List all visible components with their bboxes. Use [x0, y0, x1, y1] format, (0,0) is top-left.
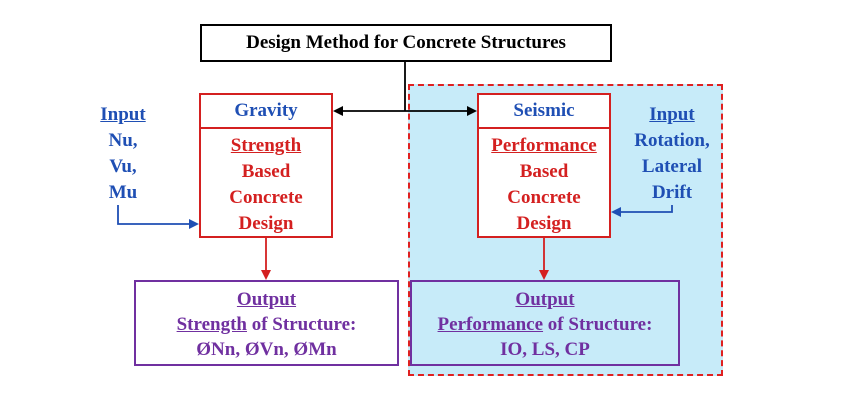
seismic-body-line: Performance — [491, 135, 597, 156]
gravity-body-line: Strength — [230, 135, 302, 156]
output-right-line1: Performance of Structure: — [412, 312, 678, 337]
gravity-body-line: Based — [241, 161, 291, 182]
input-right-arrow — [611, 205, 673, 217]
output-left-line1: Strength of Structure: — [136, 312, 397, 337]
output-left-box: Output Strength of Structure: ØNn, ØVn, … — [134, 280, 399, 366]
seismic-body-line: Concrete — [507, 187, 581, 208]
output-right-heading: Output — [515, 289, 575, 310]
diagram-title: Design Method for Concrete Structures — [200, 24, 612, 62]
seismic-body-line: Design — [516, 213, 572, 234]
output-right-line2: IO, LS, CP — [500, 339, 590, 360]
seismic-header: Seismic — [479, 95, 609, 129]
gravity-header: Gravity — [201, 95, 331, 129]
input-left-arrow — [117, 205, 199, 229]
gravity-body-line: Design — [238, 213, 294, 234]
output-right-box: Output Performance of Structure: IO, LS,… — [410, 280, 680, 366]
output-left-line2: ØNn, ØVn, ØMn — [196, 339, 337, 360]
seismic-method-box: Seismic Performance Based Concrete Desig… — [477, 93, 611, 238]
input-left-line: Mu — [108, 182, 138, 203]
gravity-method-box: Gravity Strength Based Concrete Design — [199, 93, 333, 238]
gravity-body: Strength Based Concrete Design — [201, 129, 331, 237]
input-right-line: Rotation, — [634, 130, 710, 151]
output-right-rest: of Structure: — [543, 314, 653, 335]
input-left-line: Nu, — [108, 130, 138, 151]
input-left: Input Nu, Vu, Mu — [88, 102, 158, 206]
input-left-heading: Input — [100, 104, 146, 125]
input-right-line: Lateral — [641, 156, 703, 177]
output-left-heading: Output — [236, 289, 297, 310]
seismic-body: Performance Based Concrete Design — [479, 129, 609, 237]
output-left-key: Strength — [176, 314, 247, 335]
input-right: Input Rotation, Lateral Drift — [624, 102, 720, 206]
seismic-body-line: Based — [519, 161, 569, 182]
output-left-rest: of Structure: — [246, 314, 357, 335]
input-right-heading: Input — [649, 104, 695, 125]
input-right-line: Drift — [651, 182, 693, 203]
gravity-body-line: Concrete — [229, 187, 303, 208]
input-left-line: Vu, — [109, 156, 137, 177]
output-right-key: Performance — [437, 314, 544, 335]
